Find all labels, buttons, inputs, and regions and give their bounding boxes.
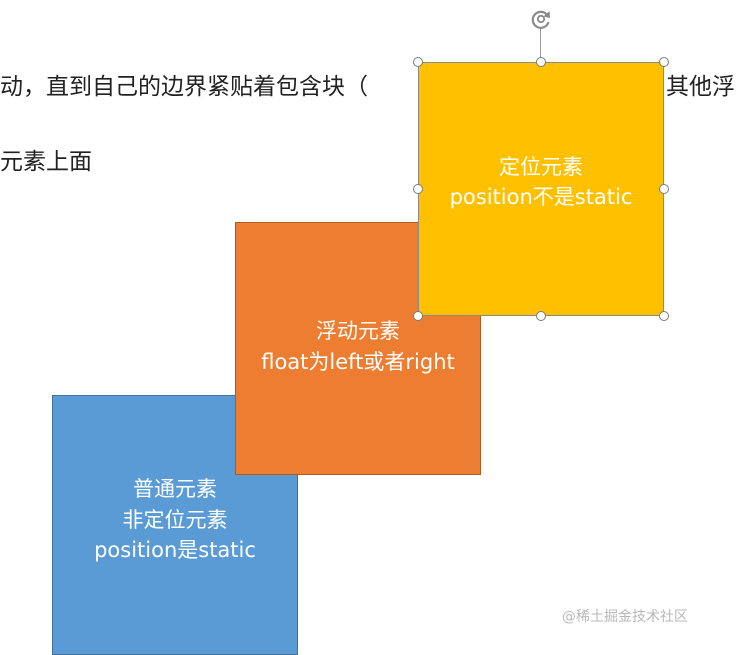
- resize-handle-bottom-left-icon[interactable]: [413, 311, 423, 321]
- resize-handle-left-icon[interactable]: [413, 184, 423, 194]
- resize-handle-right-icon[interactable]: [659, 184, 669, 194]
- resize-handle-top-right-icon[interactable]: [659, 57, 669, 67]
- resize-handle-top-icon[interactable]: [536, 57, 546, 67]
- paragraph-line-1-tail: 其他浮: [666, 76, 735, 99]
- normal-element-label: 普通元素 非定位元素 position是static: [94, 474, 256, 565]
- paragraph-line-2-text: 元素上面: [0, 149, 92, 175]
- positioned-element-label: 定位元素 position不是static: [450, 152, 633, 213]
- positioned-element-shape[interactable]: 定位元素 position不是static: [418, 62, 664, 316]
- paragraph-line-1: 动，直到自己的边界紧贴着包含块（: [0, 76, 368, 99]
- float-element-line-2: float为left或者right: [261, 349, 455, 374]
- watermark: @稀土掘金技术社区: [562, 609, 688, 625]
- rotation-connector: [540, 28, 541, 62]
- paragraph-line-1-tail-text: 其他浮: [666, 74, 735, 100]
- paragraph-line-1-text: 动，直到自己的边界紧贴着包含块（: [0, 74, 368, 100]
- float-element-label: 浮动元素 float为left或者right: [261, 316, 455, 377]
- normal-element-line-3: position是static: [94, 538, 256, 563]
- positioned-element-line-2: position不是static: [449, 185, 633, 209]
- paragraph-line-2: 元素上面: [0, 151, 92, 174]
- rotate-handle-icon[interactable]: [529, 7, 553, 31]
- float-element-line-1: 浮动元素: [315, 319, 400, 344]
- normal-element-line-1: 普通元素: [133, 477, 217, 502]
- resize-handle-bottom-icon[interactable]: [536, 311, 546, 321]
- resize-handle-bottom-right-icon[interactable]: [659, 311, 669, 321]
- normal-element-line-2: 非定位元素: [122, 507, 228, 532]
- resize-handle-top-left-icon[interactable]: [413, 57, 423, 67]
- positioned-element-line-1: 定位元素: [499, 154, 583, 179]
